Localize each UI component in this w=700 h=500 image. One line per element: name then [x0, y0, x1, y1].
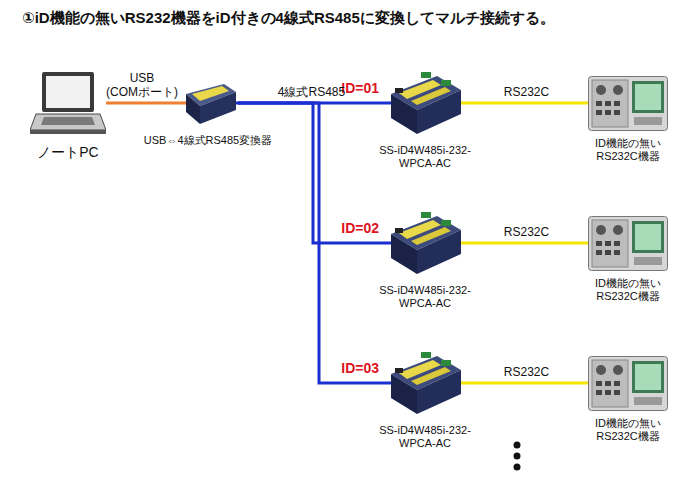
id-label: ID=03 — [341, 360, 379, 376]
cable-line — [106, 102, 178, 105]
rs232c-device-illustration — [588, 76, 668, 131]
diagram-title: ①iD機能の無いRS232機器をiD付きの4線式RS485に変換してマルチ接続す… — [22, 9, 555, 28]
model-label: SS-iD4W485i-232- WPCA-AC — [367, 144, 483, 170]
laptop-node: ノートPC — [30, 70, 106, 136]
usb-converter-node: USB⇔4線式RS485変換器 — [178, 80, 238, 126]
rs232c-device-node: ID機能の無い RS232C機器 — [588, 356, 668, 411]
rs232c-device-node: ID機能の無い RS232C機器 — [588, 76, 668, 131]
cable-label: RS232C — [504, 225, 549, 239]
cable-label: RS232C — [504, 365, 549, 379]
id-converter-node: ID=01SS-iD4W485i-232- WPCA-AC — [385, 68, 465, 138]
rs232c-device-node: ID機能の無い RS232C機器 — [588, 216, 668, 271]
converter-unit-illustration — [385, 208, 465, 278]
model-label: SS-iD4W485i-232- WPCA-AC — [367, 424, 483, 450]
cable-label: RS232C — [504, 85, 549, 99]
id-converter-node: ID=03SS-iD4W485i-232- WPCA-AC — [385, 348, 465, 418]
rs232c-device-illustration — [588, 356, 668, 411]
device-label: ID機能の無い RS232C機器 — [583, 417, 673, 443]
converter-illustration — [178, 80, 238, 126]
converter-unit-illustration — [385, 68, 465, 138]
device-label: ID機能の無い RS232C機器 — [583, 137, 673, 163]
id-label: ID=01 — [341, 80, 379, 96]
cable-label: USB (COMポート) — [106, 71, 178, 99]
id-converter-node: ID=02SS-iD4W485i-232- WPCA-AC — [385, 208, 465, 278]
model-label: SS-iD4W485i-232- WPCA-AC — [367, 284, 483, 310]
device-label: ID機能の無い RS232C機器 — [583, 277, 673, 303]
rs232c-device-illustration — [588, 216, 668, 271]
device-label: USB⇔4線式RS485変換器 — [144, 134, 272, 147]
converter-unit-illustration — [385, 348, 465, 418]
cable-line — [238, 103, 385, 243]
cable-line — [465, 382, 588, 385]
cable-label: 4線式RS485 — [278, 85, 345, 99]
laptop-illustration — [30, 70, 106, 136]
cable-line — [465, 242, 588, 245]
device-label: ノートPC — [37, 144, 98, 160]
cable-line — [465, 102, 588, 105]
id-label: ID=02 — [341, 220, 379, 236]
